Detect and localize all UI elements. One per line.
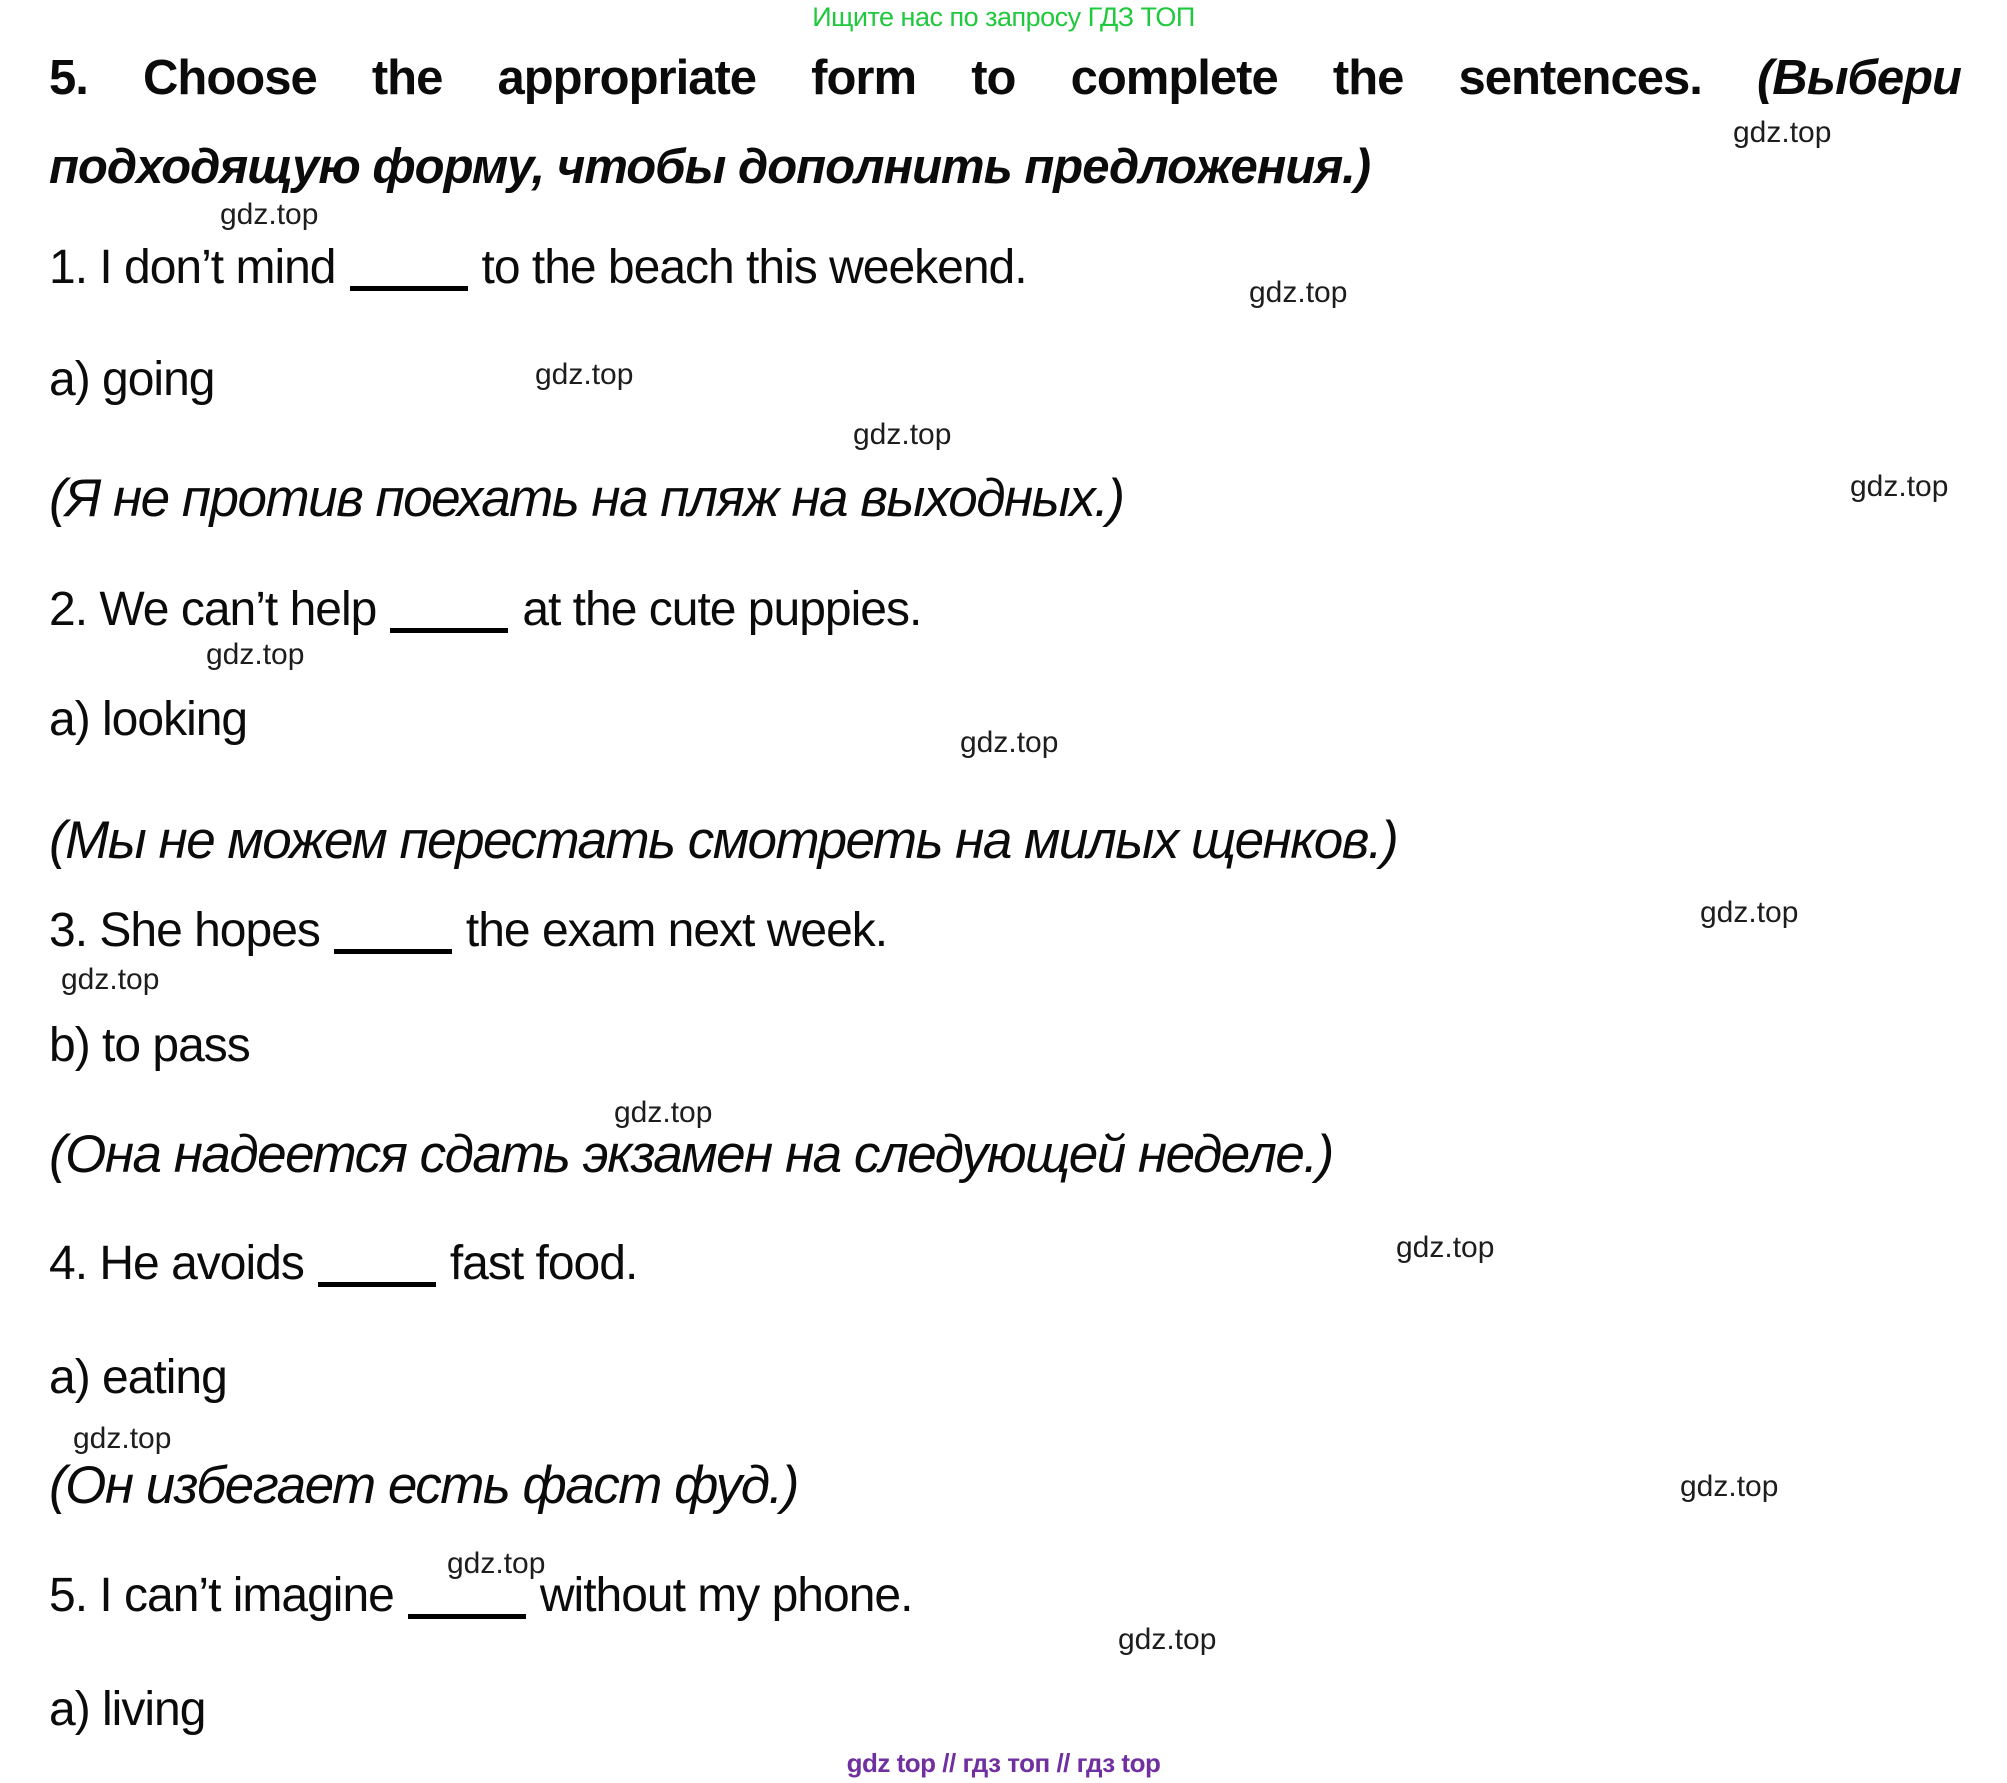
watermark-gdz-top: gdz.top (1850, 470, 1949, 503)
translation-2: (Мы не можем перестать смотреть на милых… (49, 811, 1399, 870)
footer-watermark: gdz top // гдз топ // гдз top (846, 1748, 1161, 1778)
sentence-5: 5. I can’t imagine without my phone. (49, 1568, 914, 1623)
top-search-banner: Ищите нас по запросу ГДЗ ТОП (812, 2, 1195, 32)
translation-4: (Он избегает есть фаст фуд.) (49, 1456, 799, 1515)
sentence-3: 3. She hopes the exam next week. (49, 903, 888, 958)
sentence-5-pre: 5. I can’t imagine (49, 1569, 395, 1622)
answer-1: a) going (49, 353, 215, 406)
watermark-gdz-top: gdz.top (73, 1422, 172, 1455)
answer-3: b) to pass (49, 1019, 251, 1072)
exercise-heading-line-1: 5. Choose the appropriate form to comple… (49, 50, 1962, 106)
watermark-gdz-top: gdz.top (447, 1547, 546, 1580)
watermark-gdz-top: gdz.top (535, 358, 634, 391)
sentence-2: 2. We can’t help at the cute puppies. (49, 582, 922, 637)
sentence-3-post: the exam next week. (465, 904, 888, 957)
sentence-4: 4. He avoids fast food. (49, 1236, 638, 1291)
watermark-gdz-top: gdz.top (1680, 1470, 1779, 1503)
sentence-1-pre: 1. I don’t mind (49, 241, 336, 294)
sentence-4-post: fast food. (449, 1237, 638, 1290)
watermark-gdz-top: gdz.top (1733, 116, 1832, 149)
heading-english: 5. Choose the appropriate form to comple… (49, 51, 1703, 105)
sentence-4-pre: 4. He avoids (49, 1237, 305, 1290)
sentence-1-post: to the beach this weekend. (481, 241, 1028, 294)
answer-4: a) eating (49, 1351, 228, 1404)
sentence-2-post: at the cute puppies. (522, 583, 922, 636)
answer-blank-5 (407, 1604, 526, 1619)
watermark-gdz-top: gdz.top (1118, 1623, 1217, 1656)
heading-russian-start: (Выбери (1756, 51, 1962, 105)
watermark-gdz-top: gdz.top (853, 418, 952, 451)
translation-3: (Она надеется сдать экзамен на следующей… (49, 1125, 1334, 1184)
exercise-heading-line-2: подходящую форму, чтобы дополнить предло… (49, 140, 1371, 194)
sentence-5-post: without my phone. (539, 1569, 914, 1622)
answer-5: a) living (49, 1683, 206, 1736)
watermark-gdz-top: gdz.top (61, 963, 160, 996)
watermark-gdz-top: gdz.top (206, 638, 305, 671)
watermark-gdz-top: gdz.top (1249, 276, 1348, 309)
watermark-gdz-top: gdz.top (614, 1096, 713, 1129)
watermark-gdz-top: gdz.top (960, 726, 1059, 759)
watermark-gdz-top: gdz.top (220, 198, 319, 231)
sentence-3-pre: 3. She hopes (49, 904, 321, 957)
answer-blank-2 (390, 618, 509, 633)
answer-blank-4 (317, 1272, 436, 1287)
translation-1: (Я не против поехать на пляж на выходных… (49, 469, 1125, 528)
answer-blank-3 (333, 939, 452, 954)
sentence-2-pre: 2. We can’t help (49, 583, 377, 636)
watermark-gdz-top: gdz.top (1396, 1231, 1495, 1264)
answer-blank-1 (349, 276, 468, 291)
answer-2: a) looking (49, 693, 248, 746)
watermark-gdz-top: gdz.top (1700, 896, 1799, 929)
sentence-1: 1. I don’t mind to the beach this weekend… (49, 240, 1028, 295)
